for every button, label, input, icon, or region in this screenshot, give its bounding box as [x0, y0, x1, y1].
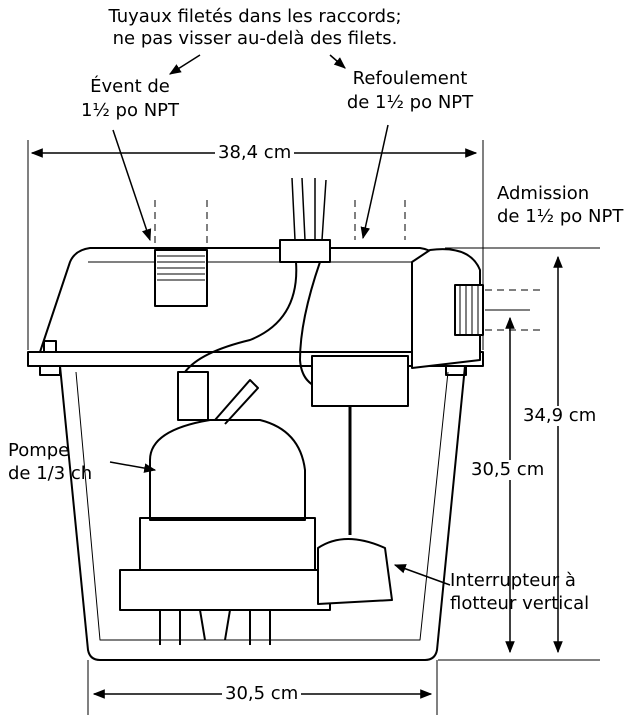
short-height-value: 30,5 cm: [468, 460, 548, 480]
basin-lid: [39, 247, 471, 353]
float-label-line-1: Interrupteur à: [450, 570, 576, 591]
basin-flange: [27, 351, 484, 367]
bottom-width-value: 30,5 cm: [222, 684, 302, 704]
float-housing: [311, 355, 409, 407]
tall-height-value: 34,9 cm: [520, 406, 600, 426]
top-width-value: 38,4 cm: [215, 143, 295, 163]
power-cords: [291, 177, 327, 241]
vent-label-line-1: Évent de: [90, 76, 170, 97]
basin-body: [59, 365, 466, 661]
note-line-1: Tuyaux filetés dans les raccords;: [108, 6, 402, 27]
pump-label-line-1: Pompe: [8, 440, 70, 461]
left-bolt: [43, 340, 57, 353]
discharge-leader: [360, 124, 389, 240]
pump-label-line-2: de 1/3 ch: [8, 463, 93, 484]
inlet-label-line-1: Admission: [497, 183, 590, 204]
note-line-2: ne pas visser au-delà des filets.: [112, 28, 398, 49]
pump-leader: [109, 461, 157, 473]
vent-port: [154, 249, 208, 307]
discharge-label-line-2: de 1½ po NPT: [346, 92, 474, 113]
float-label-line-2: flotteur vertical: [450, 593, 590, 614]
vent-leader: [112, 129, 152, 242]
note-discharge-arrow: [329, 54, 346, 69]
pump-connector: [177, 371, 209, 421]
float-switch: [317, 538, 393, 605]
inlet-label-line-2: de 1½ po NPT: [497, 206, 624, 227]
discharge-port: [279, 239, 331, 263]
note-vent-arrow: [168, 54, 201, 75]
pump-body: [149, 419, 306, 521]
discharge-label-line-1: Refoulement: [352, 68, 468, 89]
float-leader: [393, 564, 451, 586]
vent-label-line-2: 1½ po NPT: [80, 100, 180, 121]
